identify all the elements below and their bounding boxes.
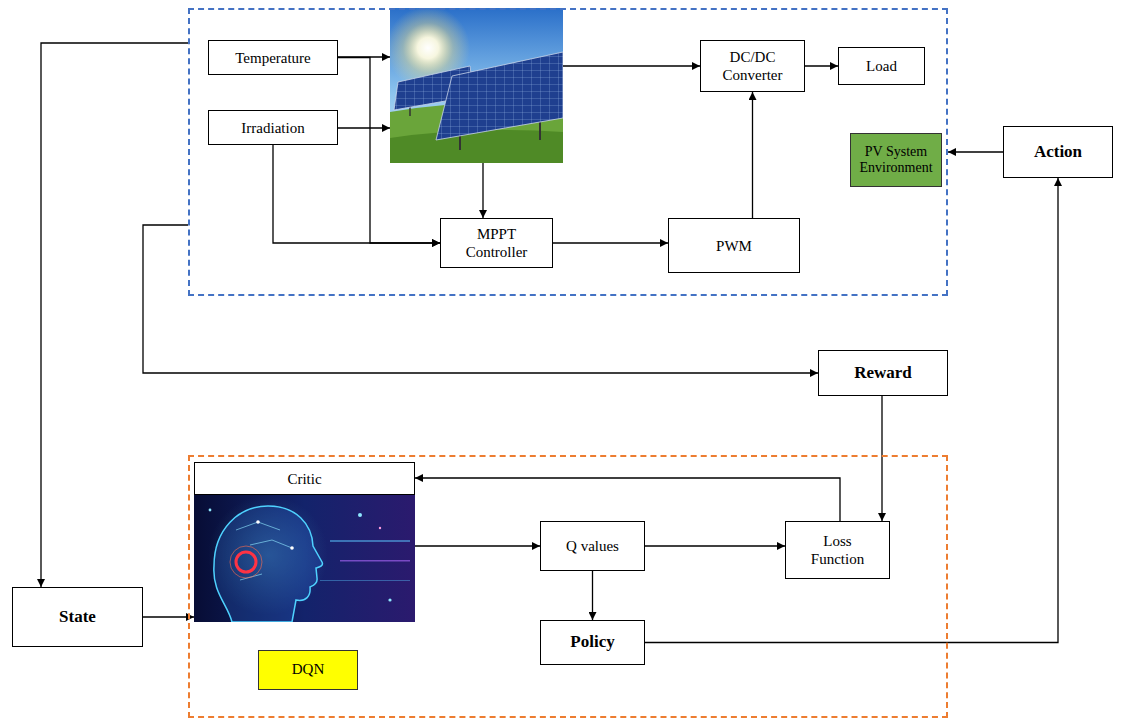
connector-arrow bbox=[645, 178, 1058, 643]
solar-panel-photo bbox=[436, 52, 563, 140]
ai-head-picture bbox=[340, 560, 410, 562]
region-label: PV System Environment bbox=[850, 133, 942, 187]
ai-head-picture bbox=[236, 522, 292, 580]
connector-arrow bbox=[143, 616, 194, 617]
ai-head-picture bbox=[290, 546, 294, 550]
connector-arrow bbox=[805, 65, 838, 66]
ai-head-picture bbox=[320, 580, 410, 581]
box-label: Irradiation bbox=[241, 119, 304, 137]
ai-head-picture bbox=[358, 513, 362, 517]
connector-arrow bbox=[273, 145, 440, 243]
box-label: Q values bbox=[566, 537, 619, 555]
solar-panel-photo bbox=[390, 8, 563, 163]
connector-arrow bbox=[415, 478, 840, 521]
solar-panel-photo bbox=[459, 136, 461, 150]
ai-head-picture bbox=[230, 546, 262, 578]
connector-arrow bbox=[143, 225, 818, 373]
connector-arrow bbox=[41, 43, 188, 587]
state-box: State bbox=[12, 587, 143, 647]
pwm-box: PWM bbox=[668, 218, 800, 273]
solar-panel-photo bbox=[539, 120, 541, 140]
input-box: Temperature bbox=[208, 40, 338, 75]
reward-box: Reward bbox=[818, 350, 948, 396]
connector-arrow bbox=[592, 571, 593, 620]
connector-arrow bbox=[338, 58, 440, 244]
connector-arrow bbox=[881, 396, 882, 521]
box-label: Loss Function bbox=[802, 532, 874, 568]
box-label: DC/DC Converter bbox=[717, 48, 789, 84]
box-label: Temperature bbox=[235, 49, 311, 67]
flow-arrow bbox=[563, 65, 700, 66]
solar-panel-photo bbox=[390, 130, 563, 163]
connector-arrow bbox=[948, 151, 1003, 152]
action-box: Action bbox=[1003, 126, 1113, 178]
connector-group bbox=[41, 43, 1058, 643]
input-box: Irradiation bbox=[208, 110, 338, 145]
process-box: Loss Function bbox=[785, 521, 890, 579]
box-label: Load bbox=[866, 57, 897, 75]
region-label: DQN bbox=[258, 650, 358, 690]
box-label: Action bbox=[1034, 142, 1082, 162]
connector-arrow bbox=[752, 92, 753, 218]
ai-head-picture bbox=[209, 509, 212, 512]
controller-box: MPPT Controller bbox=[440, 218, 553, 268]
box-label: State bbox=[59, 607, 96, 627]
connector-arrow bbox=[415, 545, 540, 546]
flow-arrow bbox=[482, 163, 483, 218]
ai-head-picture bbox=[236, 552, 256, 572]
ai-head-picture bbox=[330, 540, 410, 542]
ai-head-picture bbox=[214, 506, 323, 622]
converter-box: DC/DC Converter bbox=[700, 40, 805, 92]
critic-header: Critic bbox=[194, 462, 415, 495]
ai-head-picture bbox=[194, 495, 415, 622]
policy-box: Policy bbox=[540, 620, 645, 665]
load-box: Load bbox=[838, 47, 925, 85]
box-label: Reward bbox=[854, 363, 912, 383]
box-label: PWM bbox=[716, 237, 752, 255]
agent-region: Critic Q values Loss FunctionPolicyDQN bbox=[188, 455, 948, 718]
critic-block: Critic bbox=[194, 462, 415, 622]
box-label: Policy bbox=[570, 632, 614, 652]
flow-arrow bbox=[338, 57, 700, 218]
connector-arrow bbox=[553, 242, 668, 243]
connector-arrow bbox=[645, 545, 785, 546]
ai-head-picture bbox=[194, 495, 415, 622]
box-label: MPPT Controller bbox=[455, 225, 539, 261]
system-region: TemperatureIrradiation DC/DC Converter Loa… bbox=[188, 8, 948, 296]
process-box: Q values bbox=[540, 521, 645, 571]
ai-head-picture bbox=[379, 527, 381, 529]
ai-head-picture bbox=[256, 520, 260, 524]
ai-head-picture bbox=[388, 598, 391, 601]
flow-arrow bbox=[338, 127, 390, 128]
